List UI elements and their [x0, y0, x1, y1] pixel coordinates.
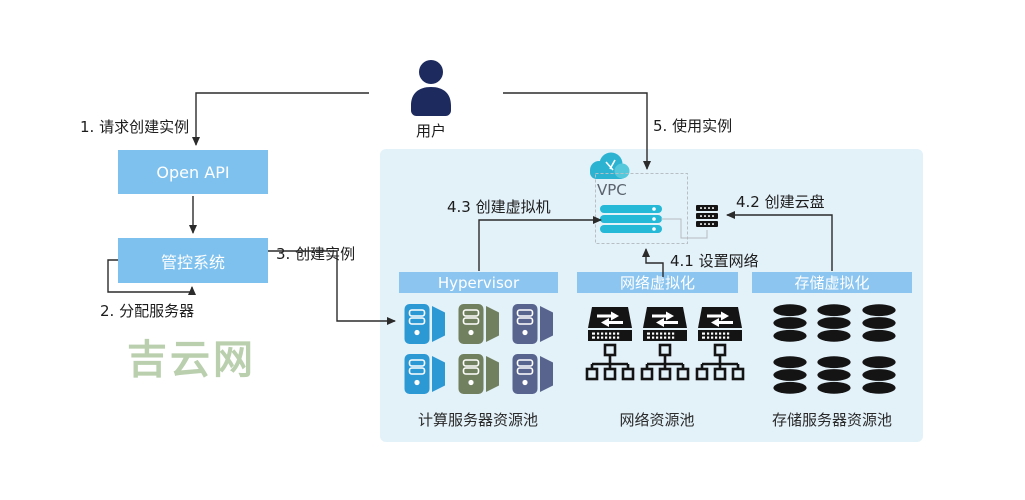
network-virtualization-bar: 网络虚拟化	[577, 272, 738, 293]
compute-server-icon	[458, 303, 506, 345]
user-label: 用户	[415, 122, 447, 140]
vpc-cloud-icon	[590, 152, 630, 179]
step-4-1-label: 4.1 设置网络	[670, 252, 759, 270]
compute-server-icon	[512, 353, 560, 395]
step-4-3-label: 4.3 创建虚拟机	[447, 198, 551, 216]
step-2-label: 2. 分配服务器	[100, 302, 195, 320]
network-switch-icon	[583, 306, 637, 386]
vm-instance-icon	[600, 205, 662, 233]
storage-disk-icon	[861, 304, 897, 342]
user-icon	[411, 60, 451, 116]
network-switch-icon	[638, 306, 692, 386]
cloud-disk-icon	[696, 205, 718, 227]
compute-server-icon	[512, 303, 560, 345]
compute-server-icon	[458, 353, 506, 395]
compute-pool-label: 计算服务器资源池	[417, 411, 539, 429]
arrow-step1-request	[192, 92, 369, 146]
compute-server-icon	[404, 353, 452, 395]
storage-pool-label: 存储服务器资源池	[771, 411, 893, 429]
step-4-2-label: 4.2 创建云盘	[736, 193, 825, 211]
step-3-label: 3. 创建实例	[276, 245, 356, 263]
cloud-platform-panel	[380, 149, 923, 442]
storage-disk-icon	[772, 304, 808, 342]
step-1-label: 1. 请求创建实例	[80, 118, 190, 136]
network-pool-label: 网络资源池	[619, 411, 695, 429]
vpc-label: VPC	[597, 181, 627, 199]
watermark: 吉云网	[127, 337, 256, 383]
compute-server-icon	[404, 303, 452, 345]
storage-disk-icon	[816, 356, 852, 394]
step-5-label: 5. 使用实例	[653, 117, 733, 135]
open-api-box: Open API	[118, 150, 268, 194]
hypervisor-bar: Hypervisor	[399, 272, 558, 293]
storage-disk-icon	[816, 304, 852, 342]
storage-disk-icon	[861, 356, 897, 394]
storage-virtualization-bar: 存储虚拟化	[752, 272, 912, 293]
storage-disk-icon	[772, 356, 808, 394]
control-system-box: 管控系统	[118, 238, 268, 283]
network-switch-icon	[693, 306, 747, 386]
